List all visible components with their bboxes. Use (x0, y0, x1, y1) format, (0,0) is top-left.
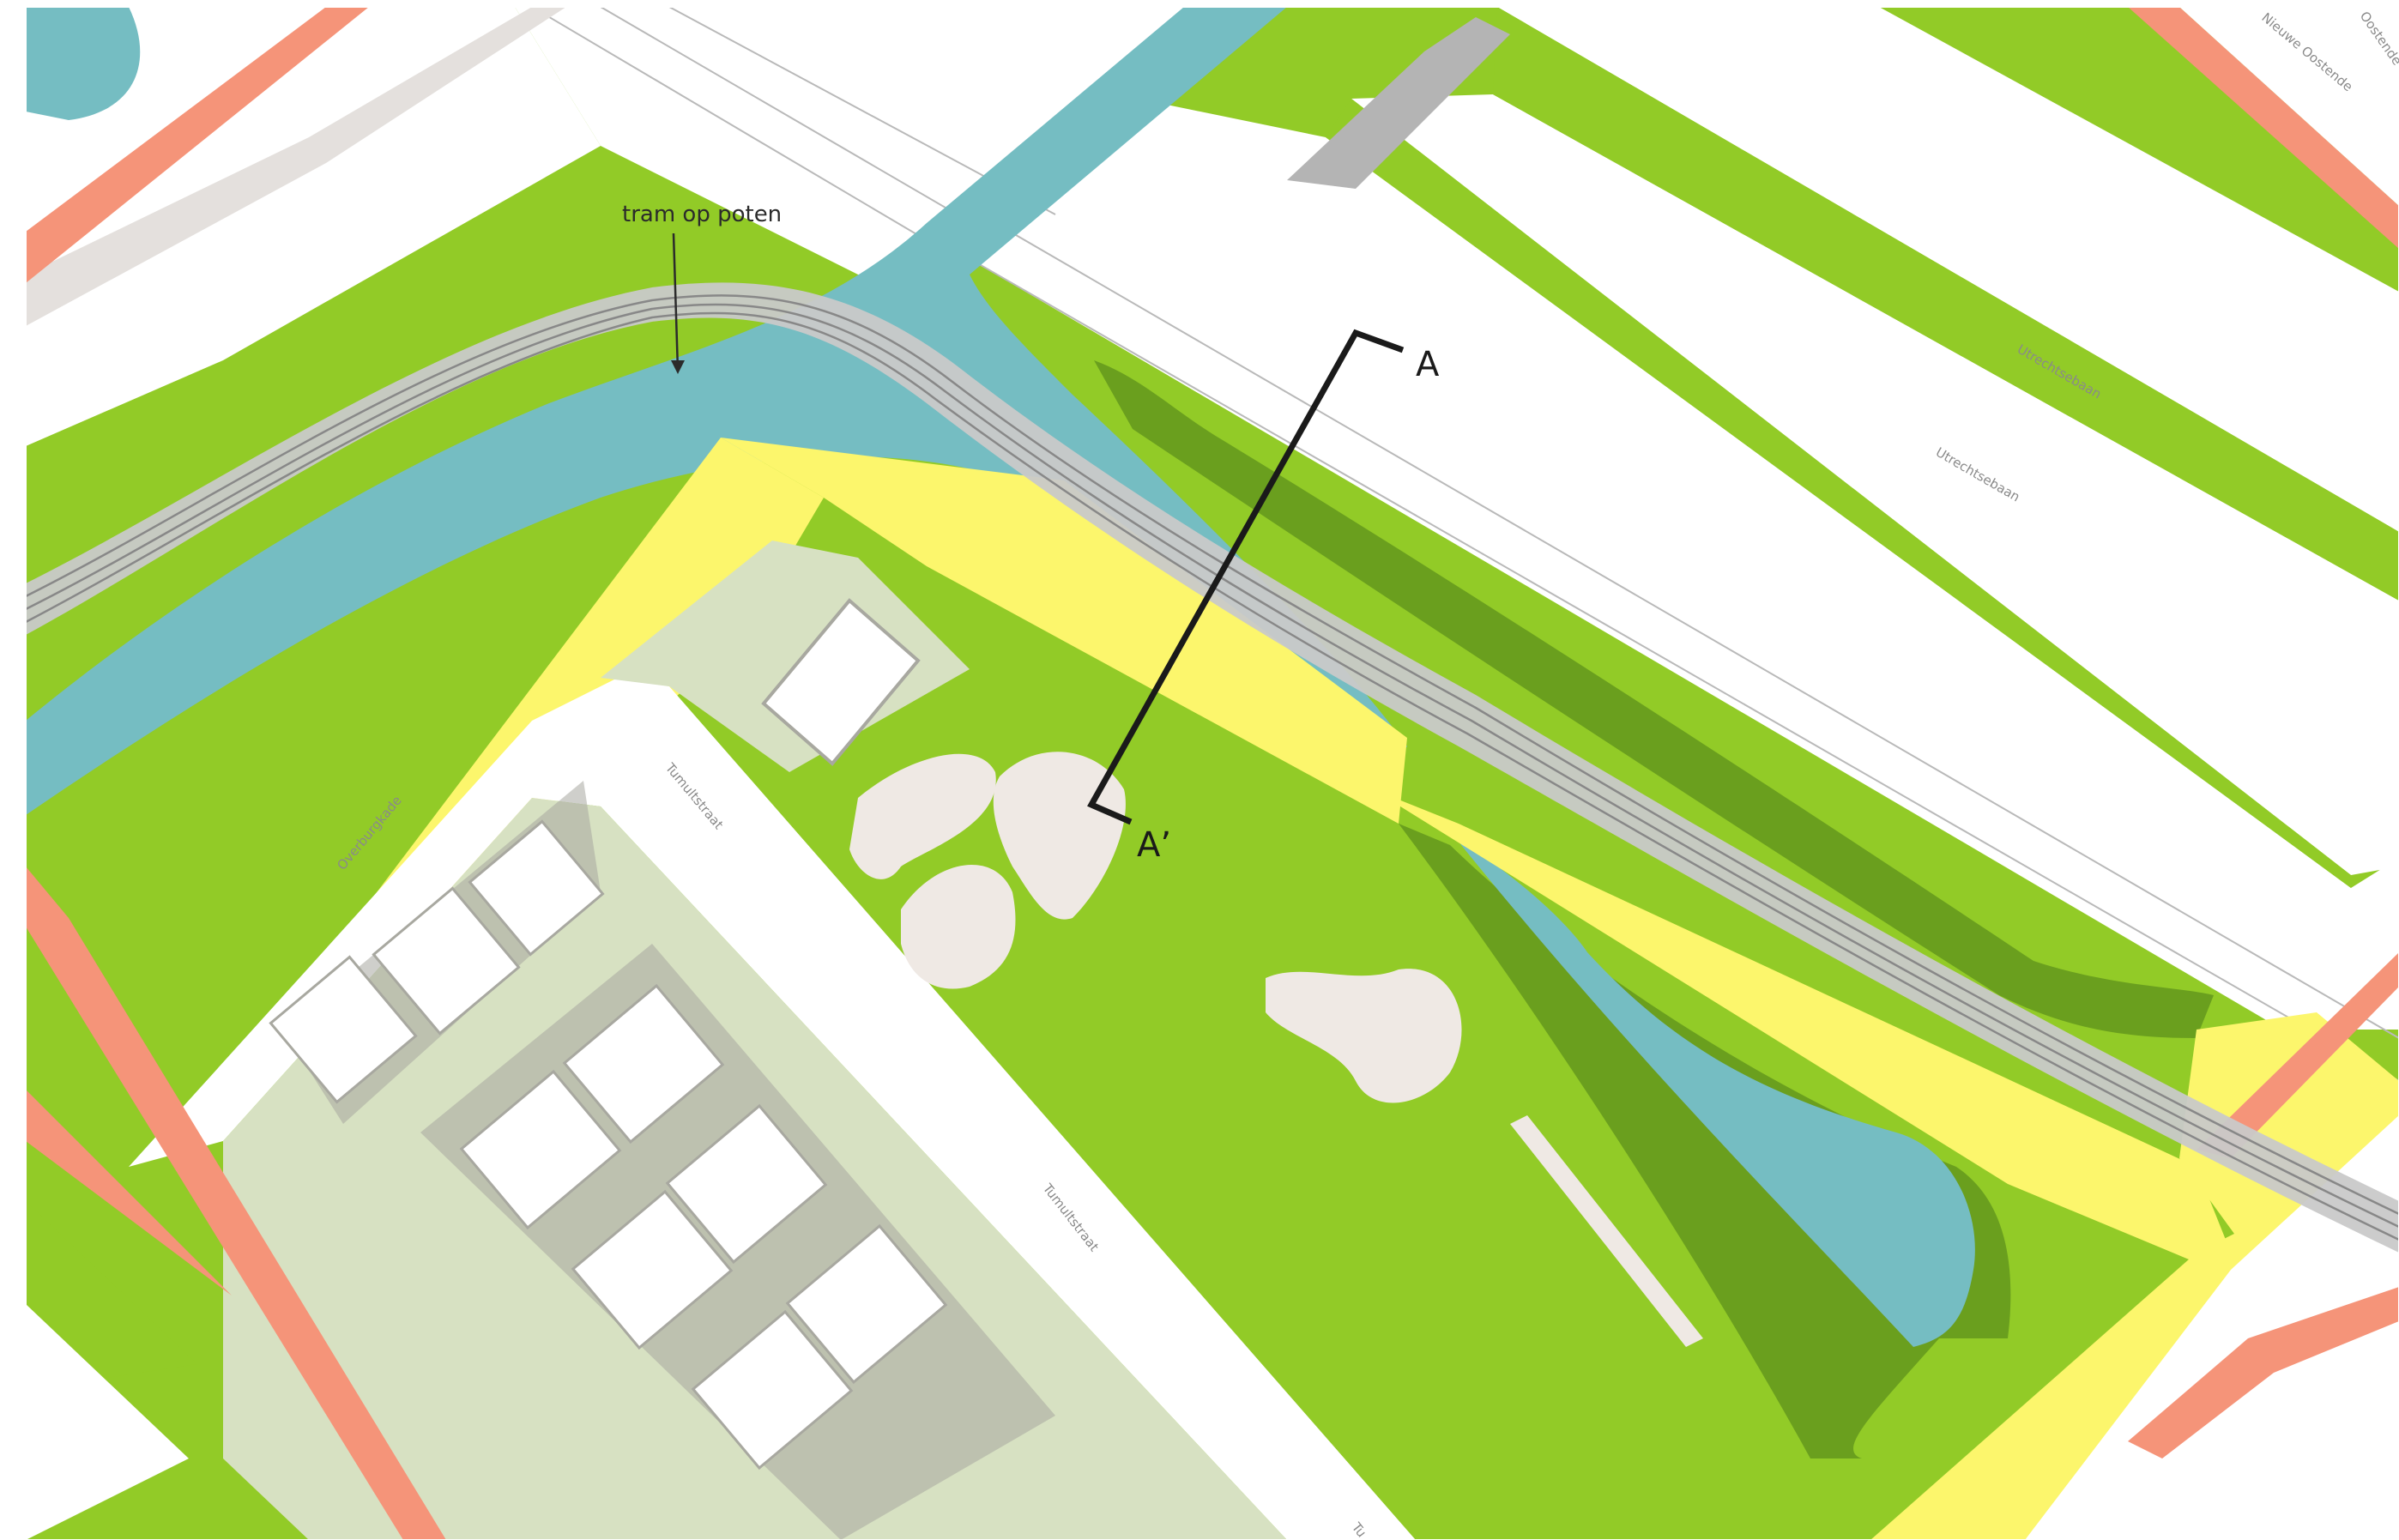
yellow-path-park-north (721, 438, 1407, 824)
map-area (25, 6, 2399, 1540)
road-bottom-right-white (2025, 1115, 2399, 1540)
main-road-bottom-left-inner (26, 1090, 232, 1295)
sand-areas (849, 752, 1703, 1347)
tram-callout: tram op poten (622, 202, 782, 374)
main-road-top-right (2128, 7, 2399, 249)
grass-median-2 (1493, 7, 2399, 601)
yellow-path-park-east (1373, 789, 2231, 1270)
section-label-start: A (1416, 345, 1440, 384)
white-houses-bottom-left (26, 1304, 189, 1540)
grass-strip-bottom-left (26, 1201, 197, 1390)
map-frame (25, 6, 2399, 1540)
dark-grass-embankment-south (1399, 824, 2011, 1458)
canal-main (26, 7, 1407, 815)
building-footprints (269, 819, 948, 1471)
rail-lines (531, 6, 2399, 1082)
main-road-top-left (26, 7, 369, 283)
pond (1454, 836, 1975, 1347)
section-line-path (1087, 329, 1405, 825)
rail-corridor (515, 7, 1261, 283)
main-road-bottom-left (26, 867, 446, 1540)
road-top-right-white (2179, 7, 2399, 206)
grass-median-1 (1326, 99, 2351, 888)
station-square (601, 541, 970, 772)
utrechtsebaan-carriageway-south (1351, 94, 2399, 875)
main-road-right-edge (2197, 952, 2399, 1158)
road-top-left-shadow (26, 7, 566, 326)
section-label-end: A’ (1137, 825, 1171, 865)
sand-strip (1510, 1115, 1703, 1347)
residential-road-white (129, 678, 1416, 1540)
station-building (761, 598, 921, 766)
main-road-bottom-right (2128, 1287, 2399, 1458)
tram-callout-label: tram op poten (622, 202, 782, 227)
sand-patch-3 (901, 864, 1016, 989)
gray-overpass (1287, 17, 1510, 189)
utrechtsebaan-carriageway-main (952, 103, 2399, 1030)
sand-patch-2 (993, 752, 1126, 920)
sand-patch-1 (849, 753, 996, 879)
sand-patch-4 (1266, 969, 1462, 1103)
canal-top-left (26, 7, 141, 120)
section-line: A A’ (1087, 329, 1440, 865)
road-top-left-white (26, 7, 601, 446)
yellow-path-bottom-right (1870, 1218, 2265, 1540)
tram-rails (25, 294, 2399, 1241)
tram-callout-arrowhead (671, 360, 685, 374)
tram-callout-leader (672, 233, 680, 371)
